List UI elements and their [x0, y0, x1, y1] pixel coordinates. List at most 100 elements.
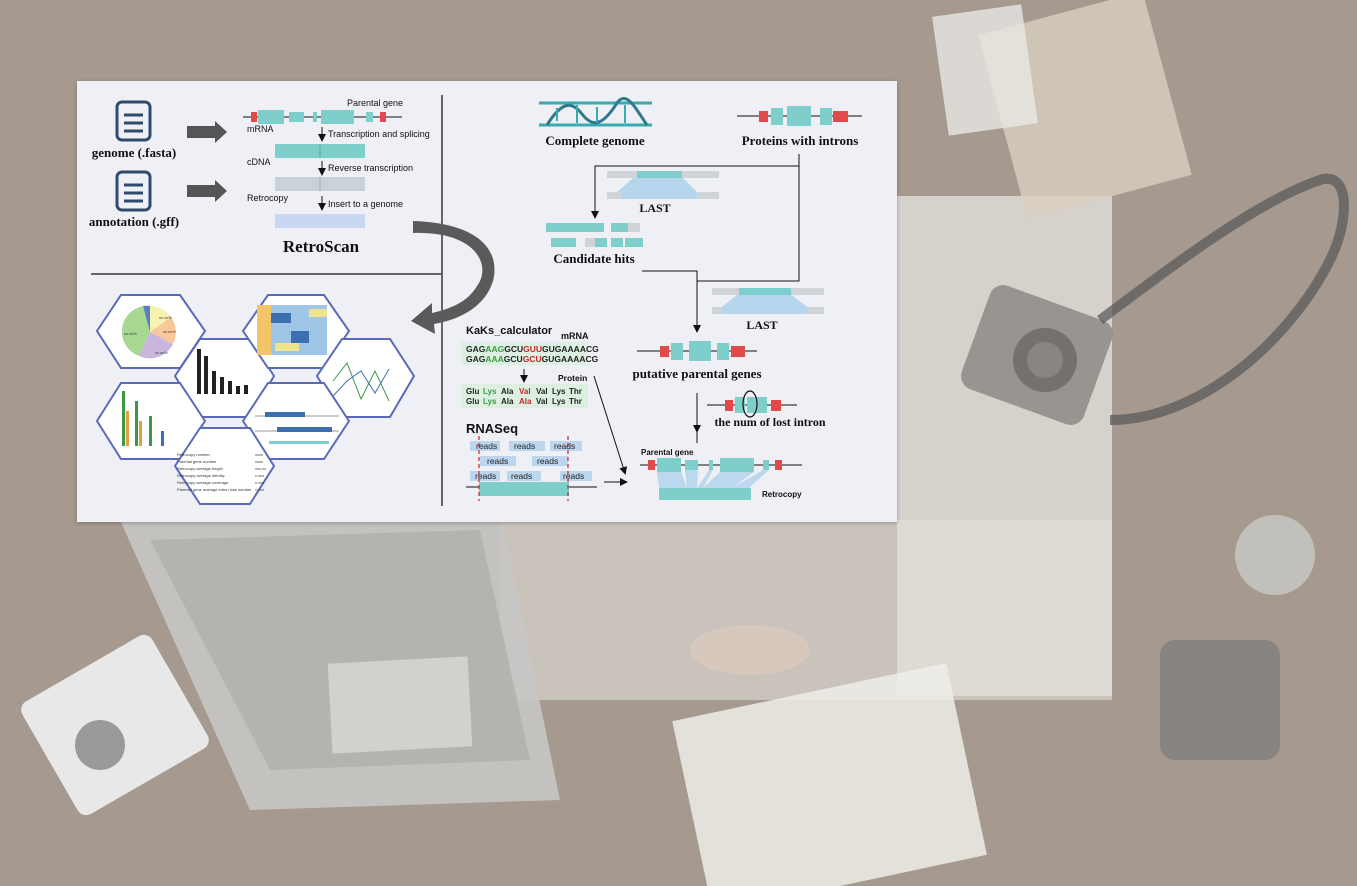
read-1: reads — [476, 441, 497, 451]
rnaseq-reads: reads reads reads reads reads reads read… — [470, 441, 592, 481]
parental-gene-structure — [243, 110, 402, 124]
putative-parental-gene-icon — [637, 341, 757, 361]
hand — [690, 625, 810, 675]
read-4: reads — [487, 456, 508, 466]
protein-label: Protein — [558, 373, 587, 383]
mrna-label: mRNA — [247, 124, 274, 134]
prot1-5: Lys — [552, 387, 566, 396]
prot2-6: Thr — [569, 397, 582, 406]
instant-camera-icon — [21, 634, 209, 816]
pie-chart: xx.xx% xx.xx% xx.xx% xx.xx% — [121, 305, 176, 359]
step-insert: Insert to a genome — [328, 199, 403, 209]
protein-seq-box — [461, 384, 588, 408]
hex-gene-track — [241, 382, 351, 460]
stats-row-5: Retrocopy average coverage — [177, 480, 229, 485]
result-retrocopy-bar — [659, 488, 751, 500]
kaks-mrna-label: mRNA — [561, 331, 589, 341]
curved-arrow-icon — [411, 221, 495, 334]
bar-chart — [197, 349, 248, 394]
rnaseq-coverage-bar — [479, 482, 569, 496]
pie-label-1: xx.xx% — [124, 331, 137, 336]
prot2-0: Glu — [466, 397, 479, 406]
prot2-4: Val — [536, 397, 548, 406]
plant-pot — [1160, 640, 1280, 760]
stats-value-6: x.xxx — [255, 487, 264, 492]
protein-with-introns-icon — [737, 106, 862, 126]
result-parental-gene-structure — [640, 458, 802, 472]
stats-row-4: Retrocopy average identity — [177, 473, 225, 478]
arrow-kaks-to-result — [593, 375, 627, 475]
stats-row-6: Parental gene average intron loss number — [177, 487, 252, 492]
pie-label-4: xx.xx% — [159, 315, 172, 320]
mrna-seq-2: GAGAAAGCUGCUGUGAAAACG — [466, 354, 599, 364]
pie-label-3: xx.xx% — [163, 329, 176, 334]
read-3: reads — [554, 441, 575, 451]
stats-value-4: x.xxx — [255, 473, 264, 478]
read-8: reads — [563, 471, 584, 481]
mrna-seq-1: GAGAAGGCUGUUGUGAAAACG — [466, 344, 599, 354]
grouped-bar-chart — [122, 391, 164, 446]
cdna-label: cDNA — [247, 157, 271, 167]
file-icon-annotation — [115, 170, 152, 212]
candidate-hits-blocks — [546, 223, 643, 247]
infographic-canvas: genome (.fasta) annotation (.gff) Parent… — [89, 95, 862, 506]
pie-label-2: xx.xx% — [155, 350, 168, 355]
proteins-with-introns-label: Proteins with introns — [742, 133, 859, 148]
arrow-right-icon-2 — [187, 180, 227, 202]
lost-intron-icon — [707, 390, 797, 418]
stats-value-1: xxxx — [255, 452, 263, 457]
result-alignment-ribbons — [657, 470, 769, 488]
mrna-seq-box — [461, 342, 588, 365]
prot1-6: Thr — [569, 387, 582, 396]
stats-row-3: Retrocopy average length — [177, 466, 223, 471]
complete-genome-label: Complete genome — [545, 133, 645, 148]
parental-gene-label: Parental gene — [347, 98, 403, 108]
infographic-panel: genome (.fasta) annotation (.gff) Parent… — [77, 81, 897, 522]
prot2-3: Ala — [519, 397, 532, 406]
heatmap — [257, 305, 327, 355]
read-5: reads — [537, 456, 558, 466]
prot1-3: Val — [519, 387, 531, 396]
connector-candidates-last2 — [642, 270, 698, 281]
step-transcription: Transcription and splicing — [328, 129, 430, 139]
genome-label: genome (.fasta) — [92, 145, 176, 160]
last-label-2: LAST — [746, 318, 777, 332]
line-chart — [332, 361, 390, 402]
num-lost-intron-label: the num of lost intron — [714, 415, 825, 429]
connector-proteins-last2 — [693, 154, 800, 333]
last-label-1: LAST — [639, 201, 670, 215]
annotation-label: annotation (.gff) — [89, 214, 179, 229]
read-2: reads — [514, 441, 535, 451]
stats-row-2: Parental gene number — [177, 459, 217, 464]
gene-track — [255, 412, 339, 444]
camera-icon — [961, 285, 1113, 425]
retrocopy-label: Retrocopy — [247, 193, 289, 203]
camera-strap — [1097, 173, 1349, 425]
dna-icon — [539, 97, 652, 127]
prot2-2: Ala — [501, 397, 514, 406]
prot1-2: Ala — [501, 387, 514, 396]
step-reverse-transcription: Reverse transcription — [328, 163, 413, 173]
inserted-bar — [275, 214, 365, 228]
glass — [1235, 515, 1315, 595]
paper-card — [932, 4, 1038, 136]
prot1-4: Val — [536, 387, 548, 396]
read-7: reads — [511, 471, 532, 481]
last-alignment-1 — [607, 171, 719, 199]
stats-value-3: xxx.xx — [255, 466, 266, 471]
protein-seq-rows: Glu Lys Ala Val Val Lys Thr Glu Lys Ala … — [466, 387, 582, 406]
rnaseq-title: RNASeq — [466, 421, 518, 436]
map-sheet-lower — [500, 520, 1112, 700]
last-alignment-2 — [712, 288, 824, 314]
prot1-1: Lys — [483, 387, 497, 396]
result-retrocopy-label: Retrocopy — [762, 490, 802, 499]
connector-to-candidates — [591, 165, 799, 219]
laptop-icon — [120, 510, 560, 810]
open-notebook — [672, 663, 987, 886]
prot2-5: Lys — [552, 397, 566, 406]
tool-name-title: RetroScan — [283, 237, 360, 256]
stats-table: Retrocopy number Parental gene number Re… — [177, 452, 266, 492]
prot1-0: Glu — [466, 387, 479, 396]
results-hex-cluster: xx.xx% xx.xx% xx.xx% xx.xx% — [95, 294, 416, 505]
stats-value-5: x.xxx — [255, 480, 264, 485]
